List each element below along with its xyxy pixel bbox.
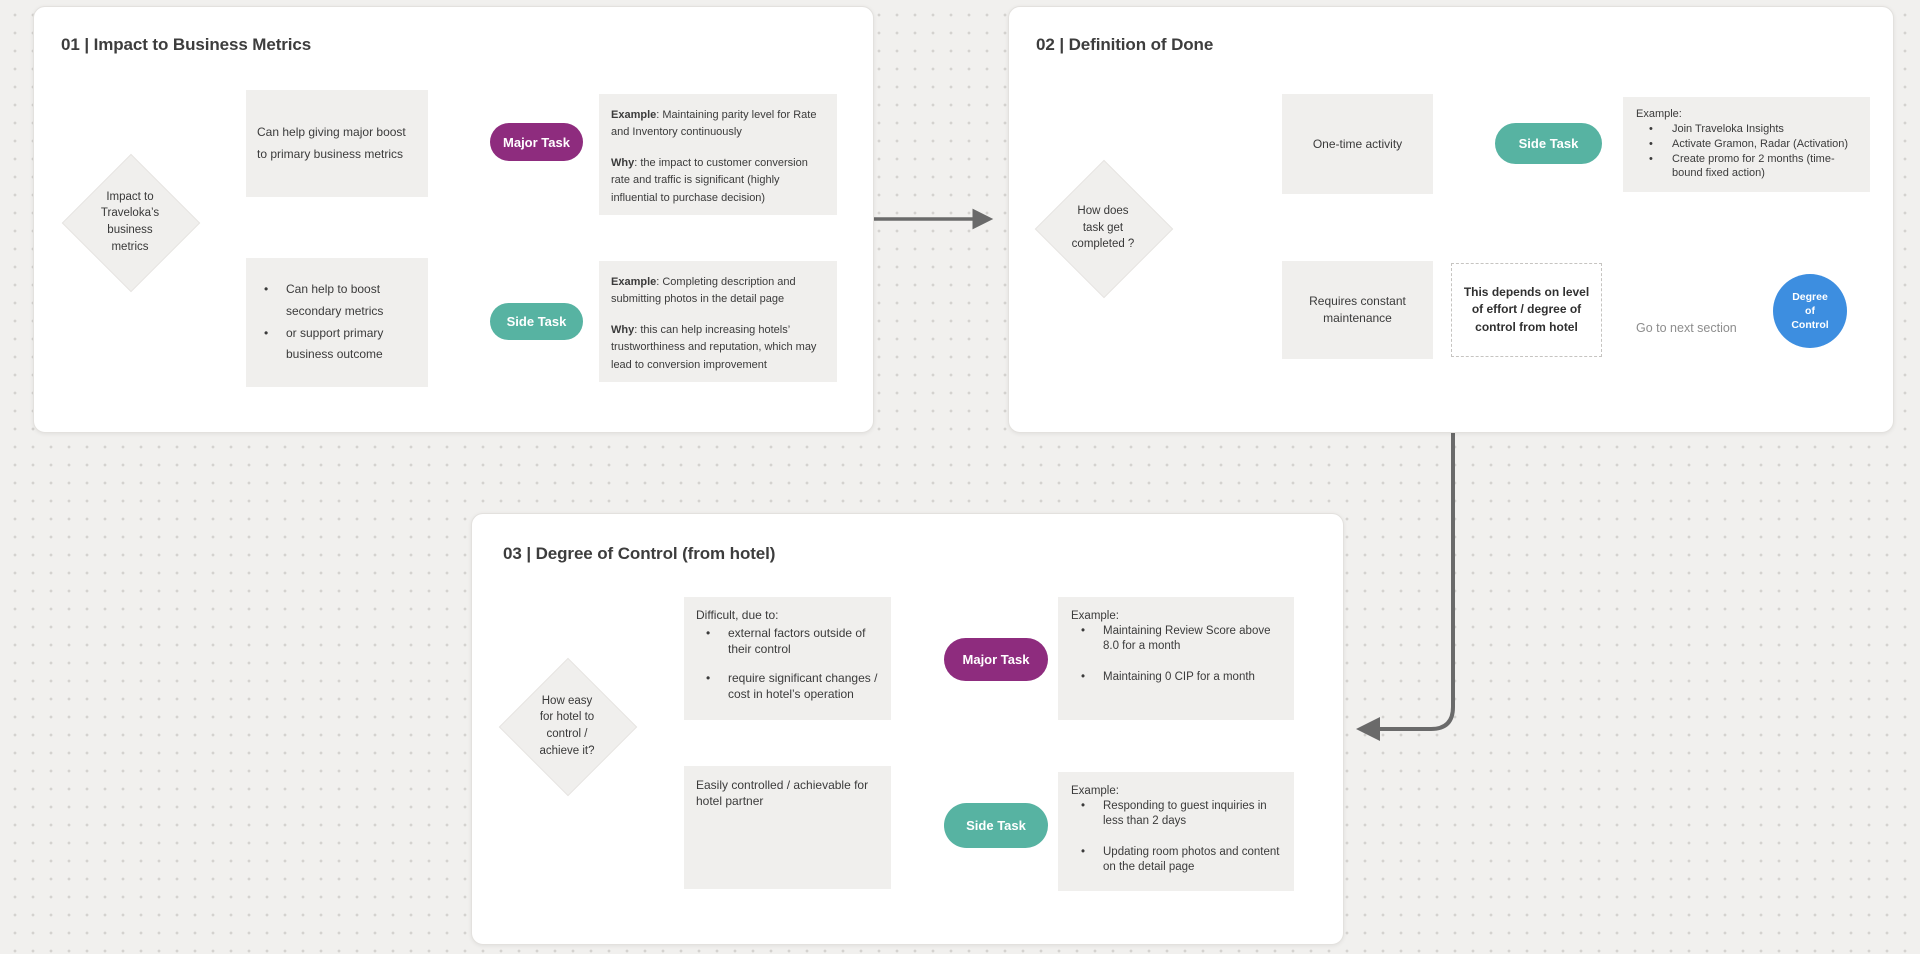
example-label: Example (611, 276, 657, 288)
frame-degree-of-control: 03 | Degree of Control (from hotel) How … (471, 513, 1344, 945)
bullet-list: Join Traveloka InsightsActivate Gramon, … (1636, 122, 1857, 181)
degree-of-control-circle[interactable]: Degree of Control (1773, 274, 1847, 348)
pill-label: Major Task (962, 652, 1030, 667)
decision-diamond[interactable]: How easy for hotel to control / achieve … (498, 657, 638, 797)
bullet-item: Create promo for 2 months (time-bound fi… (1636, 152, 1857, 182)
example-box[interactable]: Example: Responding to guest inquiries i… (1058, 772, 1294, 891)
pill-label: Side Task (966, 818, 1026, 833)
example-text: : Completing description and submitting … (611, 276, 796, 306)
bullet-item: Maintaining Review Score above 8.0 for a… (1071, 624, 1281, 654)
go-to-next-section-label: Go to next section (1636, 321, 1737, 335)
branch-label: One-time activity (1312, 137, 1403, 151)
example-box[interactable]: Example: Completing description and subm… (599, 261, 837, 382)
branch-label: Easily controlled / achievable for hotel… (696, 778, 869, 808)
branch-box[interactable]: Can help giving major boost to primary b… (246, 90, 428, 197)
bullet-item: Responding to guest inquiries in less th… (1071, 799, 1281, 829)
dashed-note-box[interactable]: This depends on level of effort / degree… (1451, 263, 1602, 357)
branch-box[interactable]: Easily controlled / achievable for hotel… (684, 766, 891, 889)
section-title: 03 | Degree of Control (from hotel) (503, 544, 776, 563)
bullet-item: Can help to boost secondary metrics (256, 279, 418, 322)
branch-label: Can help giving major boost to primary b… (257, 124, 406, 161)
branch-box[interactable]: Can help to boost secondary metricsor su… (246, 258, 428, 387)
major-task-pill[interactable]: Major Task (490, 123, 583, 161)
bullet-list: Maintaining Review Score above 8.0 for a… (1071, 624, 1281, 685)
why-label: Why (611, 156, 635, 169)
pill-label: Side Task (506, 314, 567, 329)
why-text: : this can help increasing hotels’ trust… (611, 323, 817, 371)
frame-impact-to-business-metrics: 01 | Impact to Business Metrics Impact t… (33, 6, 874, 433)
branch-box[interactable]: Requires constant maintenance (1282, 261, 1433, 359)
section-title: 01 | Impact to Business Metrics (61, 35, 312, 54)
bullet-list: Can help to boost secondary metricsor su… (256, 279, 418, 365)
example-label: Example: (1636, 108, 1682, 120)
branch-label: Difficult, due to: (696, 608, 779, 622)
bullet-list: external factors outside of their contro… (696, 626, 879, 703)
bullet-item: Join Traveloka Insights (1636, 122, 1857, 137)
example-box[interactable]: Example: Join Traveloka InsightsActivate… (1623, 97, 1870, 192)
branch-box[interactable]: Difficult, due to: external factors outs… (684, 597, 891, 720)
side-task-pill[interactable]: Side Task (944, 803, 1048, 848)
bullet-item: or support primary business outcome (256, 323, 418, 366)
diamond-label: Impact to Traveloka’s business metrics (100, 190, 160, 253)
bullet-list: Responding to guest inquiries in less th… (1071, 799, 1281, 875)
example-label: Example: (1071, 785, 1119, 797)
diamond-label: How easy for hotel to control / achieve … (539, 694, 595, 757)
bullet-item: require significant changes / cost in ho… (696, 671, 879, 703)
bullet-item: Maintaining 0 CIP for a month (1071, 670, 1281, 685)
why-text: : the impact to customer conversion rate… (611, 156, 808, 204)
example-box[interactable]: Example: Maintaining Review Score above … (1058, 597, 1294, 720)
circle-label: Degree of Control (1791, 290, 1829, 332)
why-label: Why (611, 323, 635, 336)
branch-label: Requires constant maintenance (1309, 294, 1406, 325)
bullet-item: Activate Gramon, Radar (Activation) (1636, 137, 1857, 152)
example-label: Example (611, 109, 657, 121)
side-task-pill[interactable]: Side Task (490, 303, 583, 340)
arrow-section2-to-section3 (1356, 433, 1455, 741)
dashed-note-label: This depends on level of effort / degree… (1463, 284, 1590, 334)
example-label: Example: (1071, 610, 1119, 622)
decision-diamond[interactable]: How does task get completed ? (1034, 159, 1174, 299)
major-task-pill[interactable]: Major Task (944, 638, 1048, 681)
bullet-item: Updating room photos and content on the … (1071, 845, 1281, 875)
branch-box[interactable]: One-time activity (1282, 94, 1433, 194)
side-task-pill[interactable]: Side Task (1495, 123, 1602, 164)
section-title: 02 | Definition of Done (1036, 35, 1214, 54)
bullet-item: external factors outside of their contro… (696, 626, 879, 658)
example-text: : Maintaining parity level for Rate and … (611, 109, 817, 139)
example-box[interactable]: Example: Maintaining parity level for Ra… (599, 94, 837, 215)
frame-definition-of-done: 02 | Definition of Done How does task ge… (1008, 6, 1894, 433)
diamond-label: How does task get completed ? (1071, 204, 1135, 251)
pill-label: Side Task (1518, 136, 1579, 151)
pill-label: Major Task (503, 134, 570, 150)
decision-diamond[interactable]: Impact to Traveloka’s business metrics (61, 153, 201, 293)
